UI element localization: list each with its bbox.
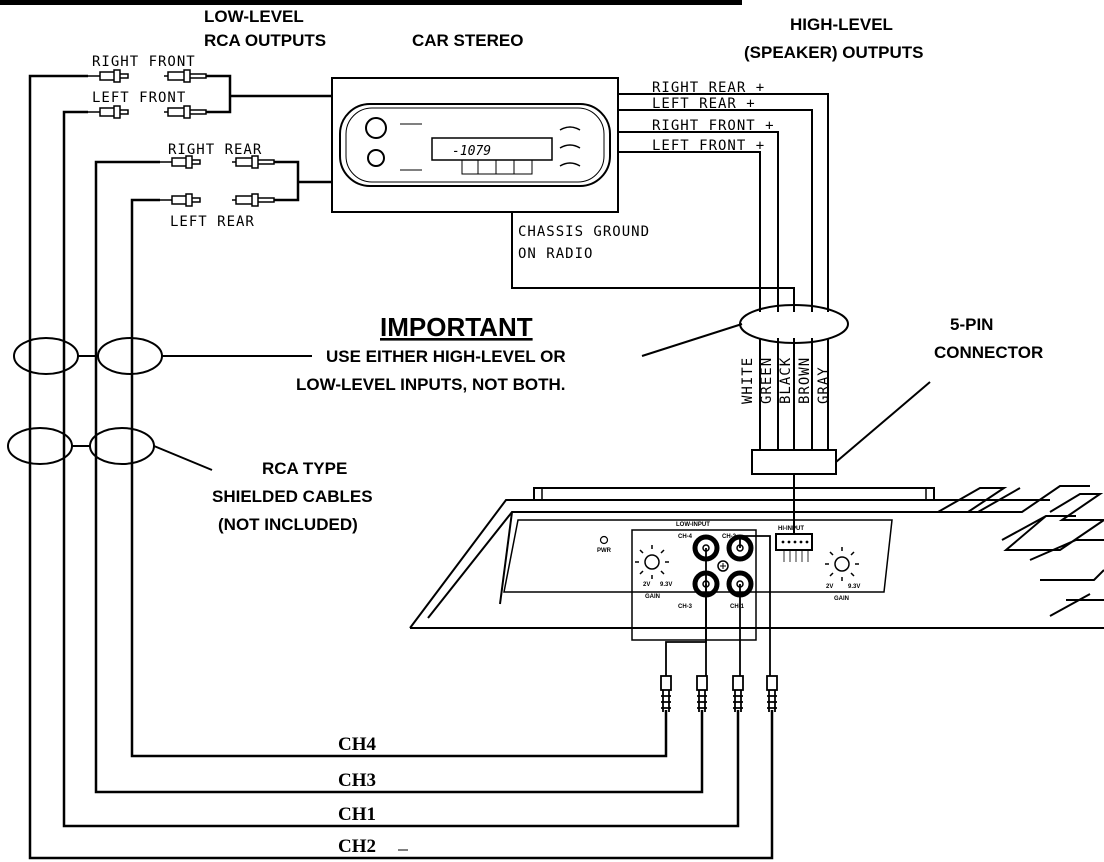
important-title: IMPORTANT: [380, 312, 533, 342]
channel-label-ch2: CH2: [338, 836, 376, 857]
amp-rca-plug-ch1: [732, 584, 744, 712]
rca-type-line1: RCA TYPE: [262, 459, 347, 478]
amp-rca-plug-ch2: [739, 535, 778, 712]
speaker-output-left-front: LEFT FRONT +: [652, 138, 765, 154]
rca-type-line2: SHIELDED CABLES: [212, 487, 373, 506]
cable-callout-ovals: [7, 337, 312, 471]
connector-pointer: [835, 381, 931, 463]
rca-pair-left-front: [88, 105, 207, 119]
low-level-label-line2: RCA OUTPUTS: [204, 31, 326, 50]
speaker-output-left-rear: LEFT REAR +: [652, 96, 756, 112]
car-stereo-label: CAR STEREO: [412, 31, 523, 50]
important-line1: USE EITHER HIGH-LEVEL OR: [326, 347, 566, 366]
amp-hi-input-label: HI-INPUT: [778, 526, 804, 532]
car-stereo: [331, 77, 619, 213]
gain-right-v-high: 9.3V: [848, 584, 860, 590]
rca-pair-right-front: [88, 69, 207, 83]
wire-color-brown: BROWN: [797, 357, 813, 404]
channel-label-ch3: CH3: [338, 770, 376, 791]
amp-ch3-label: CH-3: [678, 604, 693, 610]
amp-rca-plug-ch3: [696, 584, 708, 712]
rca-label-right-rear: RIGHT REAR: [168, 142, 262, 158]
wire-color-green: GREEN: [759, 357, 775, 404]
pwr-led: [599, 535, 609, 545]
gain-knob-right: [825, 547, 859, 581]
low-level-label-line1: LOW-LEVEL: [204, 7, 304, 26]
important-line2: LOW-LEVEL INPUTS, NOT BOTH.: [296, 375, 565, 394]
speaker-output-right-rear: RIGHT REAR +: [652, 80, 765, 96]
ground-label-line2: ON RADIO: [518, 246, 593, 262]
amp-pwr-label: PWR: [597, 548, 612, 554]
stereo-display: [431, 137, 553, 161]
gain-knob-left: [635, 545, 669, 579]
gain-left-v-low: 2V: [643, 582, 650, 588]
rca-type-line3: (NOT INCLUDED): [218, 515, 358, 534]
channel-label-ch1: CH1: [338, 804, 376, 825]
gain-left-v-high: 9.3V: [660, 582, 672, 588]
connector-label-line2: CONNECTOR: [934, 343, 1043, 362]
wire-color-white: WHITE: [740, 357, 756, 404]
wire-color-gray: GRAY: [816, 366, 832, 404]
amp-rca-jacks: [692, 534, 754, 598]
wire-color-black: BLACK: [778, 357, 794, 404]
rca-label-left-front: LEFT FRONT: [92, 90, 186, 106]
ground-label-line1: CHASSIS GROUND: [518, 224, 650, 240]
low-input-panel: [631, 529, 757, 641]
rca-output-wires: [206, 74, 332, 202]
hi-input-leads: [783, 550, 809, 562]
amp-ch2-label: CH-2: [722, 534, 737, 540]
gain-right-label: GAIN: [834, 596, 849, 602]
five-pin-connector: [751, 449, 837, 475]
channel-label-ch4: CH4: [338, 734, 377, 755]
amplifier-body: [409, 485, 1104, 629]
rca-long-cables: [28, 74, 774, 860]
rca-pair-right-rear: [160, 155, 275, 169]
hi-input-pins: [781, 540, 809, 544]
gain-right-v-low: 2V: [826, 584, 833, 590]
hi-input-socket: [775, 533, 813, 551]
important-pointer: [641, 323, 743, 357]
speaker-output-right-front: RIGHT FRONT +: [652, 118, 775, 134]
speaker-wires: [511, 93, 829, 450]
rca-label-left-rear: LEFT REAR: [170, 214, 255, 230]
connector-label-line1: 5-PIN: [950, 315, 993, 334]
rca-pair-left-rear: [160, 193, 275, 207]
stereo-display-readout: -1079: [452, 144, 491, 159]
high-level-label-line1: HIGH-LEVEL: [790, 15, 893, 34]
rca-label-right-front: RIGHT FRONT: [92, 54, 196, 70]
stereo-knob-top: [365, 117, 387, 139]
stereo-knob-bottom: [367, 149, 385, 167]
amp-low-input-label: LOW-INPUT: [676, 522, 710, 528]
amp-ch1-label: CH-1: [730, 604, 745, 610]
gain-left-label: GAIN: [645, 594, 660, 600]
high-level-label-line2: (SPEAKER) OUTPUTS: [744, 43, 923, 62]
top-rule: [0, 0, 742, 5]
amp-ch4-label: CH-4: [678, 534, 693, 540]
